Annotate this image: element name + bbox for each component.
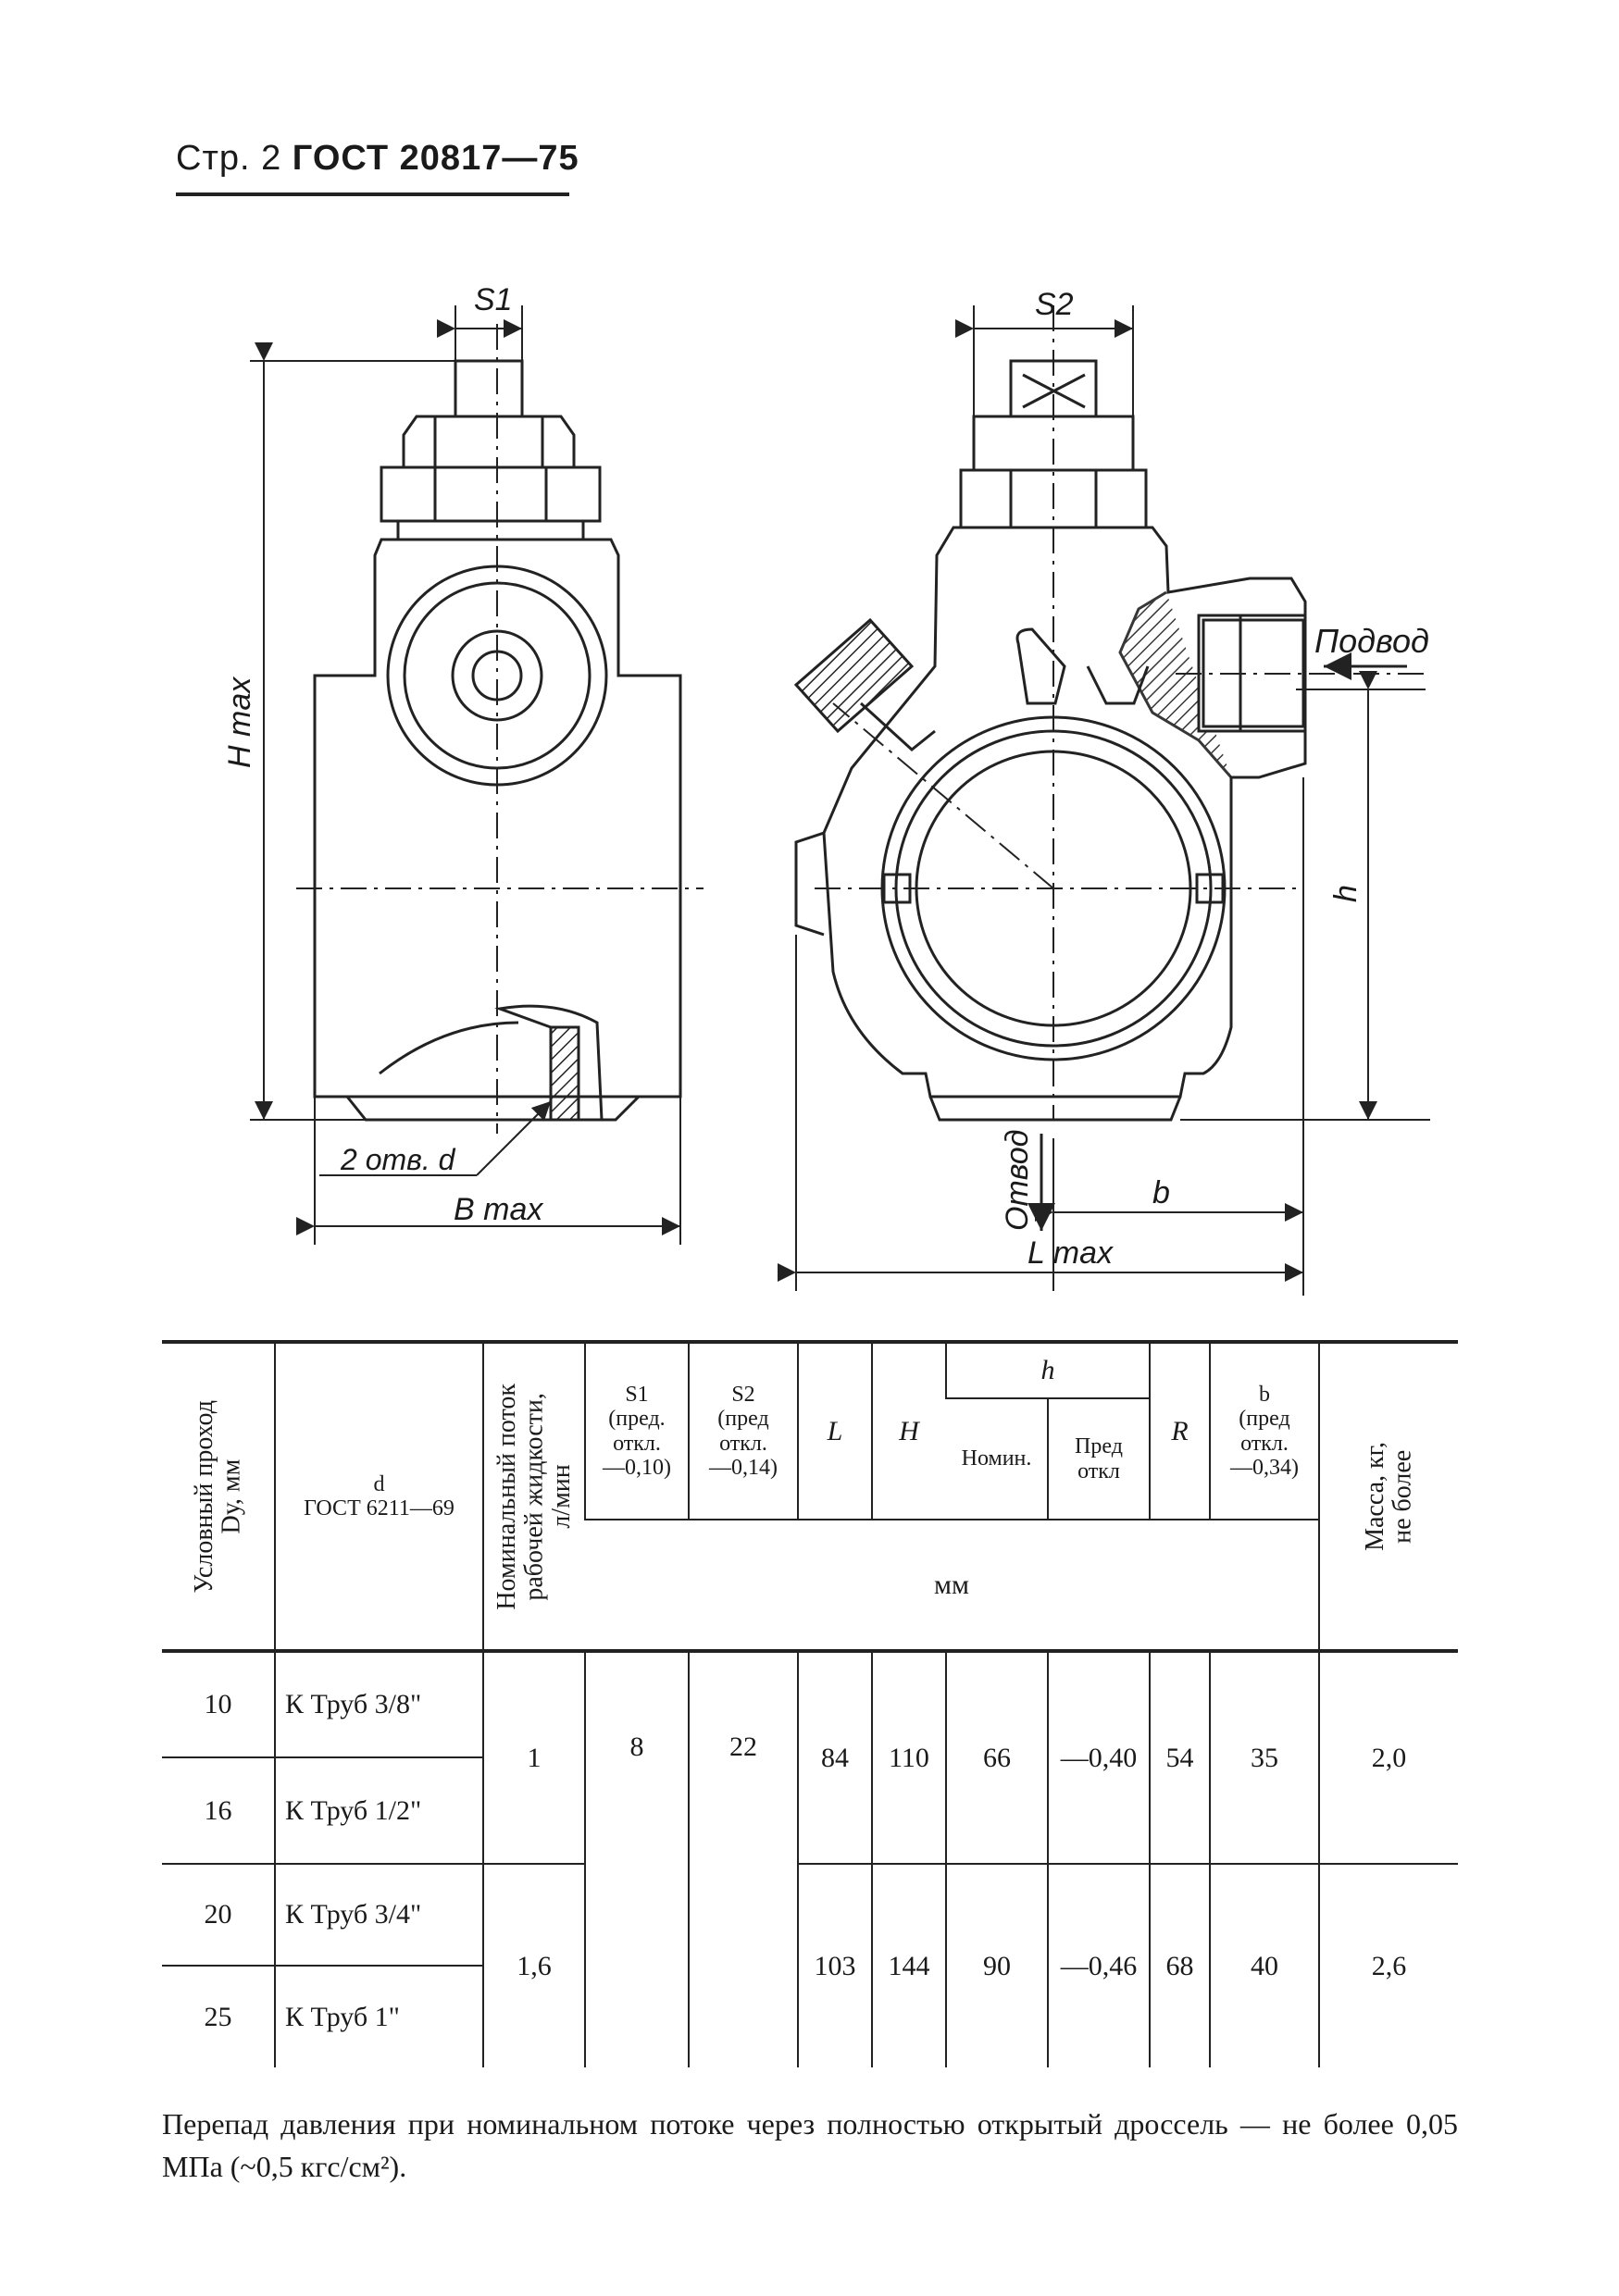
table-cell: 25 xyxy=(204,2001,232,2032)
technical-drawing: S1 H max B max 2 отв. d xyxy=(222,282,1430,1296)
col-h-group-header: h xyxy=(945,1342,1150,1399)
inlet-label: Подвод xyxy=(1314,622,1429,660)
col-L-header: L xyxy=(797,1342,872,1520)
table-cell: 35 xyxy=(1209,1651,1319,1864)
table-cell: —0,46 xyxy=(1047,1864,1150,2067)
table-cell: 2,6 xyxy=(1318,1864,1458,2067)
dim-width-label: B max xyxy=(454,1192,543,1227)
table-cell: К Труб 3/8" xyxy=(274,1651,483,1758)
table-cell: 68 xyxy=(1149,1864,1210,2067)
units-header: мм xyxy=(585,1519,1319,1651)
col-bore-header: Условный проход Dу, мм xyxy=(190,1399,246,1594)
col-b-header: b (пред откл. —0,34) xyxy=(1209,1342,1319,1520)
col-h-nom-header: Номин. xyxy=(961,1446,1032,1471)
col-s1-header: S1 (пред. откл. —0,10) xyxy=(584,1342,689,1520)
table-cell: 54 xyxy=(1149,1651,1210,1864)
table-cell: 20 xyxy=(162,1864,275,1967)
pressure-note: Перепад давления при номинальном потоке … xyxy=(162,2107,1458,2184)
dim-s1-label: S1 xyxy=(474,282,513,317)
table-cell: 66 xyxy=(945,1651,1048,1864)
outlet-label: Отвод xyxy=(1000,1130,1035,1231)
table-cell: 1,6 xyxy=(482,1864,585,2067)
table-cell: 144 xyxy=(871,1864,946,2067)
table-cell: 8 xyxy=(584,1651,689,2067)
col-gost-header: d ГОСТ 6211—69 xyxy=(274,1342,483,1651)
stem xyxy=(454,359,524,418)
table-cell: 90 xyxy=(945,1864,1048,2067)
dim-h-label: h xyxy=(1328,885,1364,902)
dim-height-label: H max xyxy=(222,676,257,768)
col-h-dev-header: Пред откл xyxy=(1047,1397,1150,1520)
table-cell: 110 xyxy=(871,1651,946,1864)
table-cell: 84 xyxy=(797,1651,872,1864)
table-cell: К Труб 3/4" xyxy=(274,1864,483,1967)
col-R-header: R xyxy=(1149,1342,1210,1520)
table-cell: 22 xyxy=(688,1651,798,2067)
right-body xyxy=(822,526,1307,1098)
col-s2-header: S2 (пред откл. —0,14) xyxy=(688,1342,798,1520)
col-mass-header: Масса, кг, не более xyxy=(1318,1342,1458,1651)
right-view xyxy=(778,305,1430,1296)
table-cell: К Труб 1/2" xyxy=(274,1757,483,1864)
nut-upper xyxy=(402,415,576,469)
col-flow-header: Номинальный поток рабочей жидкости, л/ми… xyxy=(482,1342,585,1651)
table-cell: 10 xyxy=(162,1651,275,1758)
page-label: Стр. 2 xyxy=(176,139,282,178)
table-cell: 40 xyxy=(1209,1864,1319,2067)
page-header: Стр. 2 ГОСТ 20817—75 xyxy=(176,139,579,179)
col-H-header: H xyxy=(871,1342,946,1520)
table-cell: 1 xyxy=(482,1651,585,1864)
dim-length-label: L max xyxy=(1027,1235,1114,1271)
left-view xyxy=(250,305,704,1245)
table-cell: К Труб 1" xyxy=(274,1966,483,2067)
holes-label: 2 отв. d xyxy=(340,1143,456,1176)
header-rule xyxy=(176,192,569,196)
dim-b-label: b xyxy=(1152,1175,1170,1210)
table-cell: 2,0 xyxy=(1318,1651,1458,1864)
nut-lower xyxy=(380,465,602,523)
spec-table: Условный проход Dу, мм d ГОСТ 6211—69 Но… xyxy=(162,1340,1458,2067)
table-cell: 103 xyxy=(797,1864,872,2067)
table-cell: —0,40 xyxy=(1047,1651,1150,1864)
table-cell: 16 xyxy=(204,1794,232,1826)
standard-number: ГОСТ 20817—75 xyxy=(292,139,579,178)
dim-s2-label: S2 xyxy=(1035,287,1074,322)
